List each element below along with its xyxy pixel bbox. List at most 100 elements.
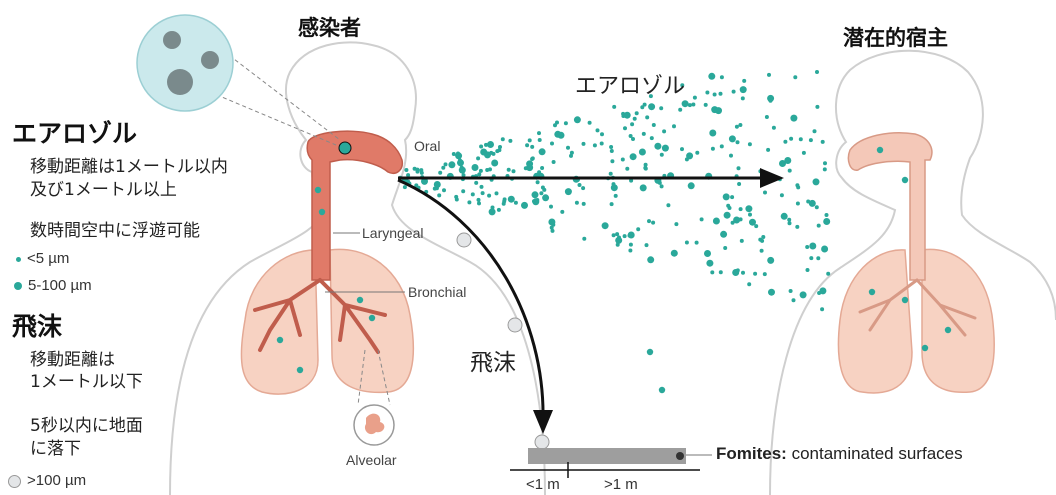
aerosol-particle: [487, 194, 491, 198]
aerosol-particle: [695, 241, 699, 245]
aerosol-particle: [877, 147, 883, 153]
aerosol-particle: [769, 99, 773, 103]
aerosol-particle: [630, 122, 634, 126]
aerosol-particle: [540, 166, 544, 170]
aerosol-particle: [796, 202, 800, 206]
aerosol-legend-heading: エアロゾル: [12, 120, 137, 149]
aerosol-particle: [548, 219, 555, 226]
aerosol-particle: [823, 161, 827, 165]
aerosol-particle: [720, 144, 724, 148]
aerosol-particle: [729, 154, 733, 158]
aerosol-particle: [625, 167, 629, 171]
aerosol-particle: [480, 185, 484, 189]
aerosol-particle: [635, 111, 639, 115]
aerosol-particle: [715, 107, 722, 114]
host-right-lung: [922, 249, 994, 392]
aerosol-particle: [660, 153, 664, 157]
aerosol-arrow-label: エアロゾル: [575, 74, 685, 99]
aerosol-particle: [709, 130, 716, 137]
aerosol-particle: [763, 191, 767, 195]
aerosol-particle: [704, 250, 711, 257]
aerosol-particle: [507, 168, 511, 172]
droplet-arrowhead: [533, 410, 553, 434]
fomites-label: Fomites: contaminated surfaces: [716, 444, 963, 464]
aerosol-particle: [575, 201, 579, 205]
aerosol-particle: [730, 195, 734, 199]
laryngeal-label: Laryngeal: [362, 225, 424, 241]
aerosol-particle: [491, 160, 498, 167]
aerosol-particle: [610, 202, 614, 206]
aerosol-particle: [821, 140, 825, 144]
aerosol-particle: [708, 73, 715, 80]
aerosol-particle: [788, 221, 792, 225]
aerosol-particle: [745, 205, 752, 212]
aerosol-particle: [662, 129, 666, 133]
aerosol-particle: [686, 152, 693, 159]
legend-large-droplet: >100 µm: [8, 472, 86, 489]
aerosol-particle: [654, 143, 661, 150]
aerosol-particle: [787, 218, 791, 222]
aerosol-particle: [902, 297, 908, 303]
aerosol-particle: [789, 137, 793, 141]
small-aerosol-dot-icon: [16, 257, 21, 262]
aerosol-particle: [537, 131, 541, 135]
aerosol-particle: [674, 222, 678, 226]
aerosol-particle: [539, 148, 546, 155]
aerosol-particle: [413, 167, 417, 171]
aerosol-particle: [809, 243, 816, 250]
aerosol-particle: [369, 315, 375, 321]
aerosol-particle: [403, 185, 407, 189]
aerosol-particle: [805, 245, 809, 249]
aerosol-particle: [783, 140, 787, 144]
droplet-legend-line2: 1メートル以下: [30, 373, 143, 393]
aerosol-particle: [609, 145, 613, 149]
aerosol-particle: [781, 213, 788, 220]
aerosol-particle: [645, 243, 649, 247]
aerosol-particle: [642, 132, 646, 136]
aerosol-particle: [581, 186, 585, 190]
aerosol-particle: [737, 182, 741, 186]
aerosol-particle: [477, 198, 481, 202]
aerosol-particle: [541, 186, 545, 190]
aerosol-particle: [648, 103, 655, 110]
aerosol-particle: [945, 327, 951, 333]
aerosol-particle: [780, 193, 784, 197]
aerosol-particle: [277, 337, 283, 343]
aerosol-particle: [610, 159, 614, 163]
aerosol-particle: [678, 108, 682, 112]
aerosol-particle: [662, 145, 669, 152]
aerosol-particle: [788, 169, 792, 173]
aerosol-particle: [582, 237, 586, 241]
aerosol-particle: [672, 124, 676, 128]
aerosol-particle: [747, 282, 751, 286]
aerosol-particle: [693, 96, 697, 100]
aerosol-particle: [819, 287, 826, 294]
aerosol-particle: [820, 307, 824, 311]
aerosol-particle: [741, 271, 745, 275]
aerosol-particle: [639, 149, 646, 156]
large-droplet-dot-icon: [8, 475, 21, 488]
legend-large-droplet-label: >100 µm: [27, 472, 86, 489]
aerosol-particle: [502, 202, 506, 206]
aerosol-particle: [404, 168, 408, 172]
aerosol-particle: [736, 140, 740, 144]
aerosol-particle: [772, 126, 776, 130]
aerosol-particle: [497, 208, 501, 212]
aerosol-particle: [640, 105, 644, 109]
aerosol-particle: [503, 197, 507, 201]
aerosol-particle: [721, 232, 725, 236]
aerosol-particle: [706, 260, 713, 267]
aerosol-particle: [680, 147, 684, 151]
aerosol-particle: [826, 272, 830, 276]
aerosol-particle: [799, 137, 803, 141]
aerosol-particle: [633, 117, 637, 121]
aerosol-particle: [869, 289, 875, 295]
virus-pointer-dot: [339, 142, 351, 154]
aerosol-particle: [741, 96, 745, 100]
aerosol-particle: [609, 172, 613, 176]
aerosol-particle: [542, 194, 549, 201]
surface-contamination-dot: [676, 452, 684, 460]
medium-aerosol-dot-icon: [14, 282, 22, 290]
aerosol-particle: [438, 171, 442, 175]
aerosol-particle: [796, 185, 800, 189]
